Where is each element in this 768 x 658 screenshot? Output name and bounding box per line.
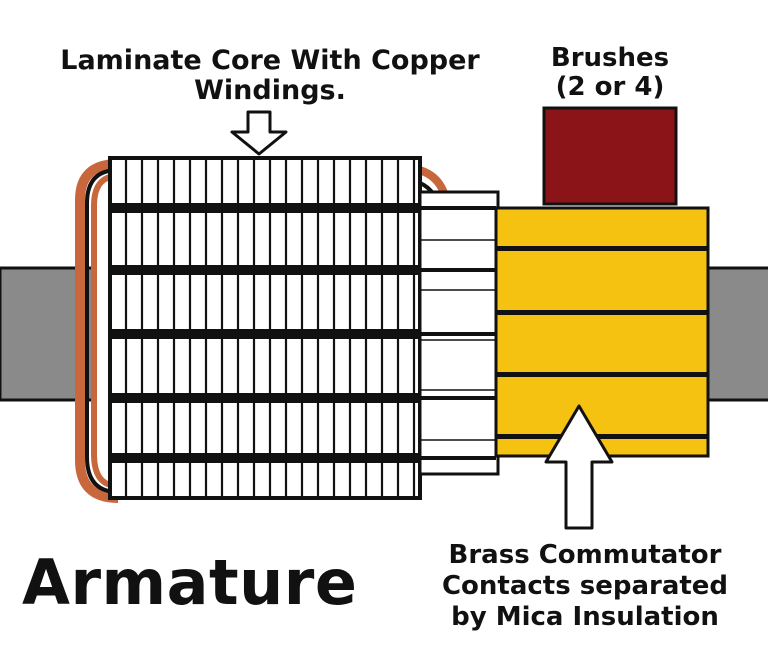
brush [542, 106, 678, 206]
winding-leads [420, 206, 496, 460]
copper-end-winding-left [75, 159, 119, 503]
commutator-label: Brass Commutator Contacts separated by M… [405, 540, 765, 634]
mica-line [496, 310, 708, 315]
mica-line [496, 434, 708, 439]
mica-insulation-lines [496, 246, 708, 439]
copper-end-winding-left-inner [91, 173, 119, 489]
core-label-line2: Windings. [194, 75, 346, 107]
core-lamination-slots [124, 160, 416, 496]
commutator-label-line3: by Mica Insulation [451, 602, 719, 633]
mica-line [496, 372, 708, 377]
arrow-down-core-icon [230, 110, 288, 156]
brushes-label-line2: (2 or 4) [555, 72, 665, 103]
collar-segment-lines [420, 239, 498, 441]
core-winding-bands [110, 203, 422, 463]
core-winding-band [110, 265, 422, 275]
end-winding-dark-left [85, 168, 119, 494]
core-winding-band [110, 203, 422, 213]
mica-line [496, 246, 708, 251]
brass-commutator [494, 206, 710, 458]
arrow-up-commutator-icon [544, 404, 614, 530]
core-label-line1: Laminate Core With Copper [60, 45, 480, 76]
core-label: Laminate Core With Copper Windings. [20, 45, 520, 107]
core-winding-band [110, 393, 422, 403]
commutator-label-line2: Contacts separated [441, 571, 729, 602]
shaft-right [698, 266, 768, 402]
brushes-label-line1: Brushes [550, 43, 670, 73]
core-winding-band [110, 329, 422, 339]
laminate-core [108, 156, 422, 500]
core-winding-band [110, 453, 422, 463]
commutator-label-line1: Brass Commutator [448, 540, 722, 570]
diagram-title: Armature [22, 546, 358, 619]
brushes-label: Brushes (2 or 4) [520, 43, 700, 103]
